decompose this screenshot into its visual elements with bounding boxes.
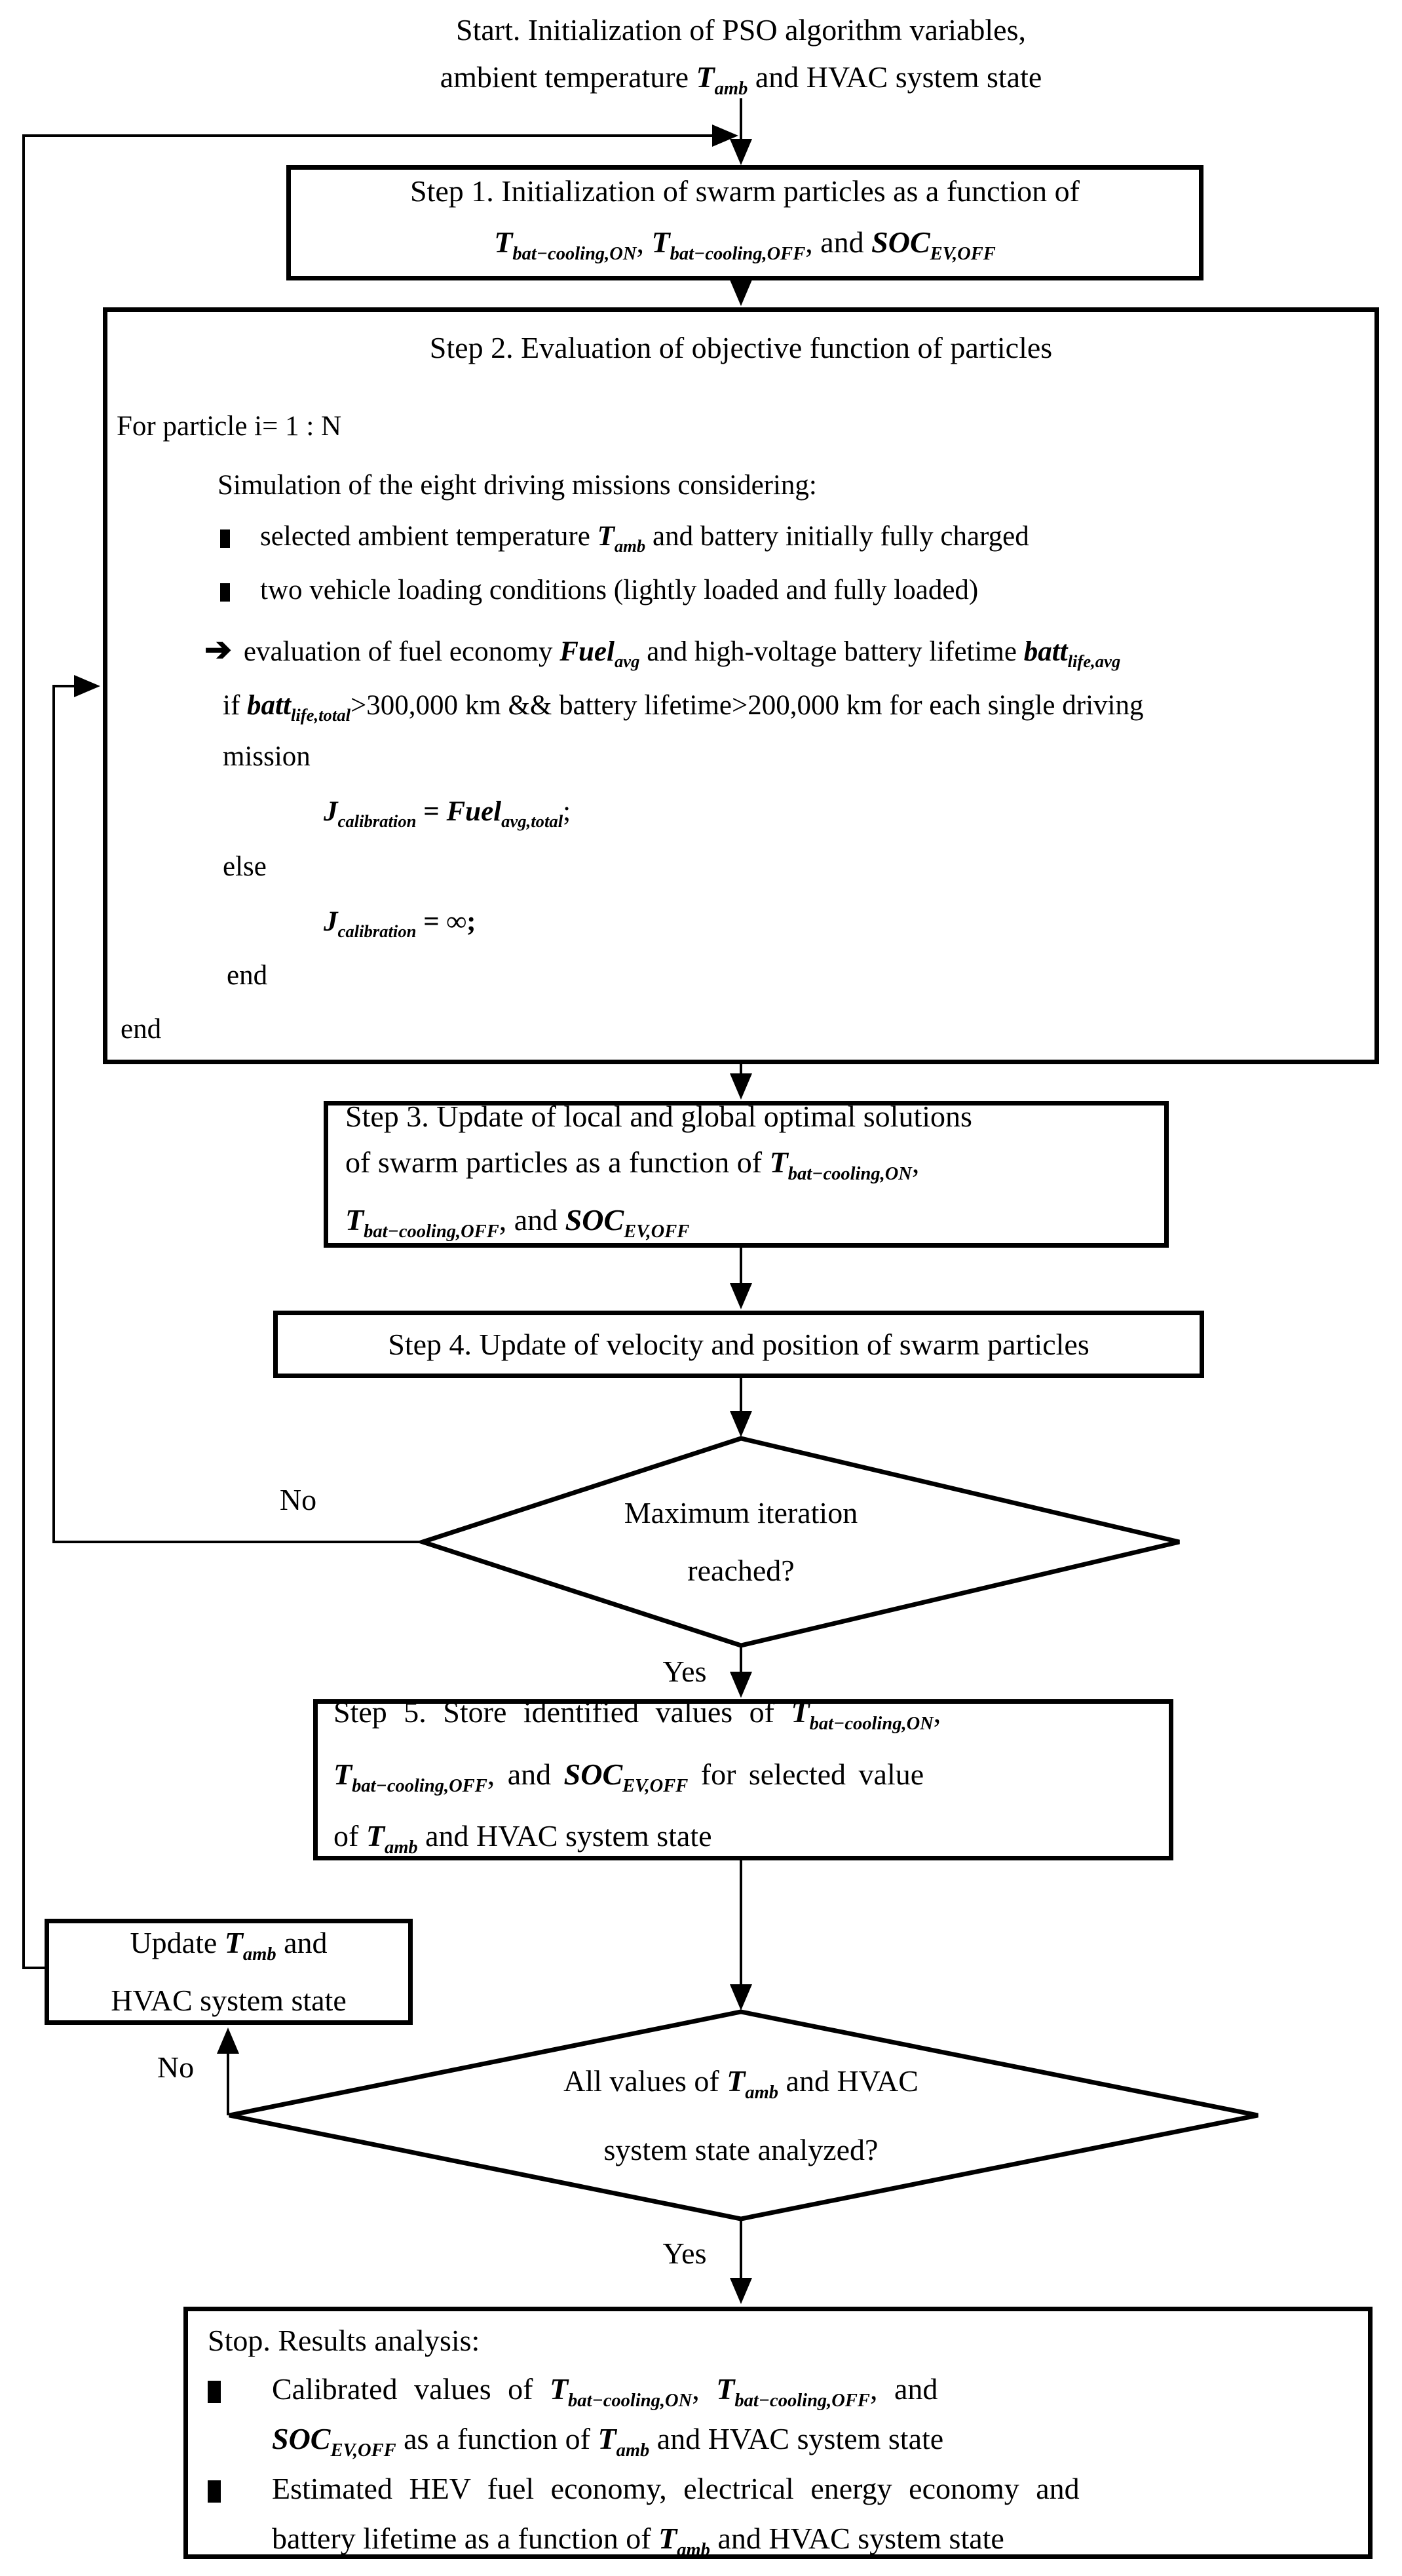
decision2-no-label: No (157, 2050, 195, 2084)
var-t-bat-cooling-off: Tbat−cooling,OFF (716, 2372, 870, 2411)
step2-else: else (223, 851, 267, 882)
bullet-square-icon (208, 2480, 221, 2503)
decision1-no-label: No (279, 1483, 317, 1516)
var-t-bat-cooling-off: Tbat−cooling,OFF (333, 1757, 487, 1796)
arrowhead-feedback-top (712, 125, 738, 147)
arrowhead-into-update-box (217, 2028, 239, 2054)
var-t-amb: Tamb (597, 521, 646, 556)
stop-bullet-1-line-1: Calibrated values of Tbat−cooling,ON, Tb… (208, 2372, 938, 2412)
bullet-square-icon (208, 2381, 221, 2404)
stop-bullet-2-line-1: Estimated HEV fuel economy, electrical e… (208, 2471, 1080, 2506)
start-line-2: ambient temperature Tamb and HVAC system… (440, 60, 1042, 99)
step5-box: Step 5. Store identified values of Tbat−… (313, 1695, 1173, 1860)
arrowhead-into-step4 (730, 1283, 752, 1309)
arrowhead-into-step1 (730, 139, 752, 165)
var-t-bat-cooling-on: Tbat−cooling,ON (791, 1695, 934, 1734)
decision1-text: Maximum iteration reached? (479, 1482, 1003, 1602)
var-fuel-avg: Fuelavg (559, 636, 640, 672)
stop-bullet-1-line-2: SOCEV,OFF as a function of Tamb and HVAC… (272, 2422, 944, 2461)
var-t-amb: Tamb (658, 2522, 710, 2560)
start-line-1: Start. Initialization of PSO algorithm v… (455, 13, 1026, 47)
var-soc-ev-off: SOCEV,OFF (565, 1203, 690, 1242)
var-j-calibration: Jcalibration (324, 906, 417, 942)
step3-line-1: Step 3. Update of local and global optim… (345, 1100, 972, 1134)
stop-box: Stop. Results analysis: Calibrated value… (183, 2307, 1373, 2560)
step3-line-2: of swarm particles as a function of Tbat… (345, 1145, 920, 1184)
decision1-yes-label: Yes (662, 1655, 707, 1688)
bullet-square-icon (220, 529, 230, 548)
step2-box: Step 2. Evaluation of objective function… (103, 307, 1379, 1064)
step2-assign-2: Jcalibration = ∞; (324, 906, 476, 942)
arrow-right-icon: ➔ (204, 631, 232, 668)
step2-assign-1: Jcalibration = Fuelavg,total; (324, 796, 571, 832)
step3-line-3: Tbat−cooling,OFF, and SOCEV,OFF (345, 1203, 690, 1242)
var-t-bat-cooling-off: Tbat−cooling,OFF (651, 225, 806, 264)
var-t-amb: Tamb (366, 1819, 418, 1858)
step2-if-line: if battlife,total>300,000 km && battery … (223, 690, 1144, 725)
var-t-amb: Tamb (696, 60, 748, 99)
step1-line-2: Tbat−cooling,ON, Tbat−cooling,OFF, and S… (494, 225, 996, 264)
var-t-amb: Tamb (224, 1926, 276, 1965)
step4-box: Step 4. Update of velocity and position … (273, 1311, 1204, 1378)
var-soc-ev-off: SOCEV,OFF (272, 2422, 396, 2461)
arrowhead-into-step2 (730, 280, 752, 306)
decision2-text: All values of Tamb and HVAC system state… (430, 2056, 1052, 2174)
var-batt-life-avg: battlife,avg (1023, 636, 1121, 672)
step2-bullet-1: selected ambient temperature Tamb and ba… (220, 520, 1029, 556)
var-t-bat-cooling-on: Tbat−cooling,ON (549, 2372, 692, 2411)
var-t-amb: Tamb (597, 2422, 650, 2461)
arrowhead-into-decision1 (730, 1411, 752, 1437)
step5-line-2: Tbat−cooling,OFF, and SOCEV,OFF for sele… (333, 1757, 924, 1796)
var-t-bat-cooling-off: Tbat−cooling,OFF (345, 1203, 499, 1242)
var-t-amb: Tamb (727, 2064, 779, 2103)
start-node: Start. Initialization of PSO algorithm v… (56, 7, 1402, 113)
step5-line-1: Step 5. Store identified values of Tbat−… (333, 1695, 941, 1734)
var-t-bat-cooling-on: Tbat−cooling,ON (494, 225, 637, 264)
step1-box: Step 1. Initialization of swarm particle… (286, 165, 1203, 280)
step2-end-outer: end (121, 1014, 162, 1045)
step2-arrow-item: ➔evaluation of fuel economy Fuelavg and … (204, 631, 1121, 672)
decision1-line-1: Maximum iteration (624, 1496, 858, 1529)
arrowhead-into-decision2 (730, 1984, 752, 2010)
update-box-line-1: Update Tamb and (130, 1926, 328, 1965)
step1-line-1: Step 1. Initialization of swarm particle… (410, 174, 1080, 208)
step4-text: Step 4. Update of velocity and position … (388, 1328, 1089, 1361)
decision1-line-2: reached? (687, 1554, 795, 1587)
update-box-line-2: HVAC system state (111, 1983, 347, 2017)
var-fuel-avg-total: Fuelavg,total (446, 796, 563, 832)
step2-if-line-wrap: mission (223, 741, 311, 772)
var-t-bat-cooling-on: Tbat−cooling,ON (769, 1145, 912, 1184)
update-tamb-box: Update Tamb and HVAC system state (45, 1919, 413, 2025)
step5-line-3: of Tamb and HVAC system state (333, 1819, 712, 1858)
stop-bullet-2-line-2: battery lifetime as a function of Tamb a… (272, 2522, 1004, 2560)
step2-bullet-2: two vehicle loading conditions (lightly … (220, 574, 978, 606)
decision2-line-2: system state analyzed? (603, 2132, 879, 2166)
arrowhead-into-stop (730, 2278, 752, 2304)
step2-sim-line: Simulation of the eight driving missions… (218, 470, 817, 501)
bullet-square-icon (220, 583, 230, 602)
arrowhead-into-step2-left (74, 675, 100, 697)
step3-box: Step 3. Update of local and global optim… (324, 1100, 1169, 1248)
var-batt-life-total: battlife,total (247, 690, 350, 725)
stop-title: Stop. Results analysis: (208, 2324, 480, 2357)
step2-title: Step 2. Evaluation of objective function… (429, 331, 1053, 364)
decision2-yes-label: Yes (662, 2237, 707, 2270)
var-soc-ev-off: SOCEV,OFF (871, 225, 996, 264)
var-soc-ev-off: SOCEV,OFF (563, 1757, 689, 1796)
decision2-line-1: All values of Tamb and HVAC (563, 2064, 919, 2103)
step2-for-loop: For particle i= 1 : N (117, 411, 342, 442)
step2-end-inner: end (227, 960, 268, 991)
var-j-calibration: Jcalibration (324, 796, 417, 832)
